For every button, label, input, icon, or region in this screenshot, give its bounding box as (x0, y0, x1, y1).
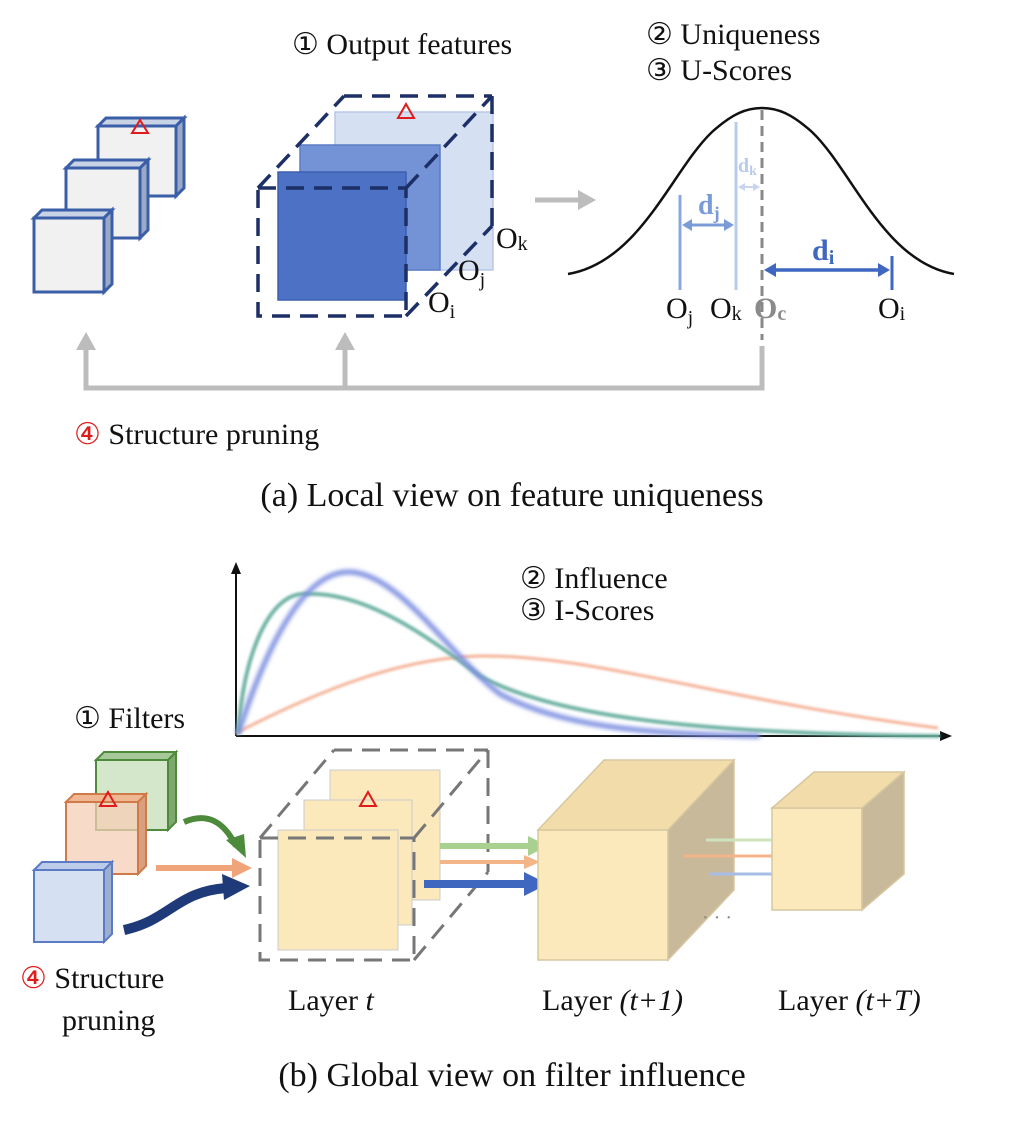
axis-label-oi: Oi (878, 292, 906, 325)
feature-label-oj: Oj (458, 254, 485, 291)
x-axis-arrowhead (940, 731, 952, 741)
step1-filters-label: ① Filters (74, 702, 185, 735)
output-feature-maps: Ok Oj Oi (256, 94, 528, 323)
red-triangle-marker (358, 789, 378, 807)
distance-di-arrow (764, 263, 890, 277)
feature-label-ok: Ok (496, 222, 528, 255)
axis-label-ok: Ok (710, 292, 742, 325)
arrow-head-inputs (76, 332, 96, 350)
pruning-feedback-arrows (83, 346, 765, 391)
input-cube-stack (30, 114, 188, 296)
arrow-to-distribution (535, 190, 596, 210)
panel-b: ② Influence ③ I-Scores ① Filters (20, 562, 952, 1094)
step2-influence-label: ② Influence (520, 562, 668, 595)
layer-t1-box (536, 758, 736, 962)
step3-iscores-label: ③ I-Scores (520, 594, 654, 627)
filter-cube-orange (63, 789, 149, 877)
y-axis-arrowhead (231, 562, 241, 574)
layer-tT-box (769, 770, 907, 912)
influence-curve-green (236, 591, 941, 738)
step1-output-features-label: ① Output features (292, 28, 512, 61)
dashed-cube-outline (256, 94, 494, 318)
distance-label-dk: dk (738, 155, 757, 179)
feature-map-oi (277, 171, 407, 301)
arrows-layer-t-to-t1 (424, 836, 548, 896)
caption-panel-a: (a) Local view on feature uniqueness (260, 477, 763, 514)
filter-arrows-to-layer-t (122, 815, 252, 935)
distance-label-dj: dj (698, 190, 720, 223)
layer-ellipsis: · · · (702, 907, 732, 929)
step3-uscores-label: ③ U-Scores (646, 54, 792, 87)
panel-a: ① Output features Ok Oj Oi (30, 18, 955, 514)
influence-chart-axes (235, 570, 944, 737)
axis-label-oc: Oc (754, 292, 786, 325)
caption-panel-b: (b) Global view on filter influence (278, 1057, 745, 1094)
distance-label-di: di (812, 234, 835, 269)
feature-label-oi: Oi (428, 286, 456, 323)
influence-curve-blue (235, 569, 761, 739)
red-triangle-marker (98, 789, 118, 807)
filter-cube-blue (31, 859, 115, 945)
influence-curve-orange (235, 654, 939, 735)
step2-uniqueness-label: ② Uniqueness (646, 18, 820, 51)
axis-label-oj: Oj (666, 292, 693, 329)
layer-t-label: Layer t (288, 984, 374, 1017)
layer-t-maps (258, 748, 490, 962)
red-triangle-marker (396, 101, 416, 119)
distance-dj-arrow (682, 219, 734, 231)
arrow-head-features (335, 332, 355, 350)
step4-pruning-label: pruning (62, 1004, 155, 1037)
step4-structure-label: ④ Structure (20, 962, 164, 995)
input-cube-front (30, 206, 116, 296)
step4-structure-pruning-label: ④ Structure pruning (74, 418, 319, 451)
gaussian-curve (567, 106, 955, 276)
distance-dk-arrow (738, 183, 760, 191)
layer-tT-label: Layer (t+T) (778, 984, 921, 1017)
red-triangle-marker (130, 118, 150, 134)
layer-t1-label: Layer (t+1) (542, 984, 683, 1017)
